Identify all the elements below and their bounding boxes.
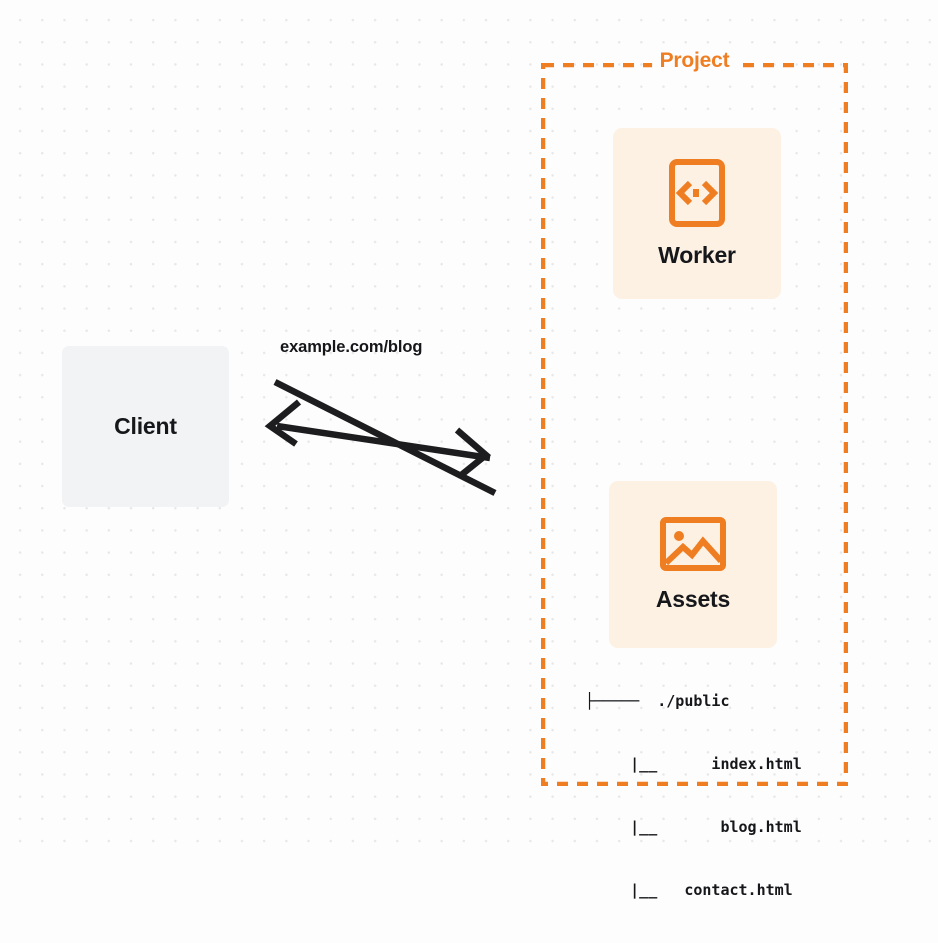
project-title-label: Project <box>651 49 738 73</box>
node-worker[interactable]: Worker <box>613 128 781 299</box>
code-brackets-icon <box>669 159 725 227</box>
connector-arrows-svg <box>264 379 497 496</box>
arrow-response <box>264 399 491 462</box>
tree-line-root: ├───── ./public <box>585 692 730 710</box>
tree-line-blog: |__ blog.html <box>585 818 802 836</box>
project-dashed-border <box>541 63 848 786</box>
tree-line-index: |__ index.html <box>585 755 802 773</box>
node-worker-label: Worker <box>658 242 736 268</box>
node-assets[interactable]: Assets <box>609 481 777 648</box>
node-assets-label: Assets <box>655 586 731 612</box>
tree-line-contact: |__ contact.html <box>585 881 793 899</box>
diagram-canvas: Client example.com/blog Project <box>0 0 938 899</box>
arrow-request <box>273 379 497 496</box>
connector-client-to-project: example.com/blog <box>255 330 515 515</box>
project-boundary: Project Worker Assets ├───── ./public <box>541 49 848 899</box>
connector-label-url: example.com/blog <box>280 338 423 356</box>
assets-file-tree: ├───── ./public |__ index.html |__ blog.… <box>585 649 802 943</box>
node-client[interactable]: Client <box>62 346 229 507</box>
image-picture-icon <box>660 517 726 571</box>
node-client-label: Client <box>114 413 177 439</box>
